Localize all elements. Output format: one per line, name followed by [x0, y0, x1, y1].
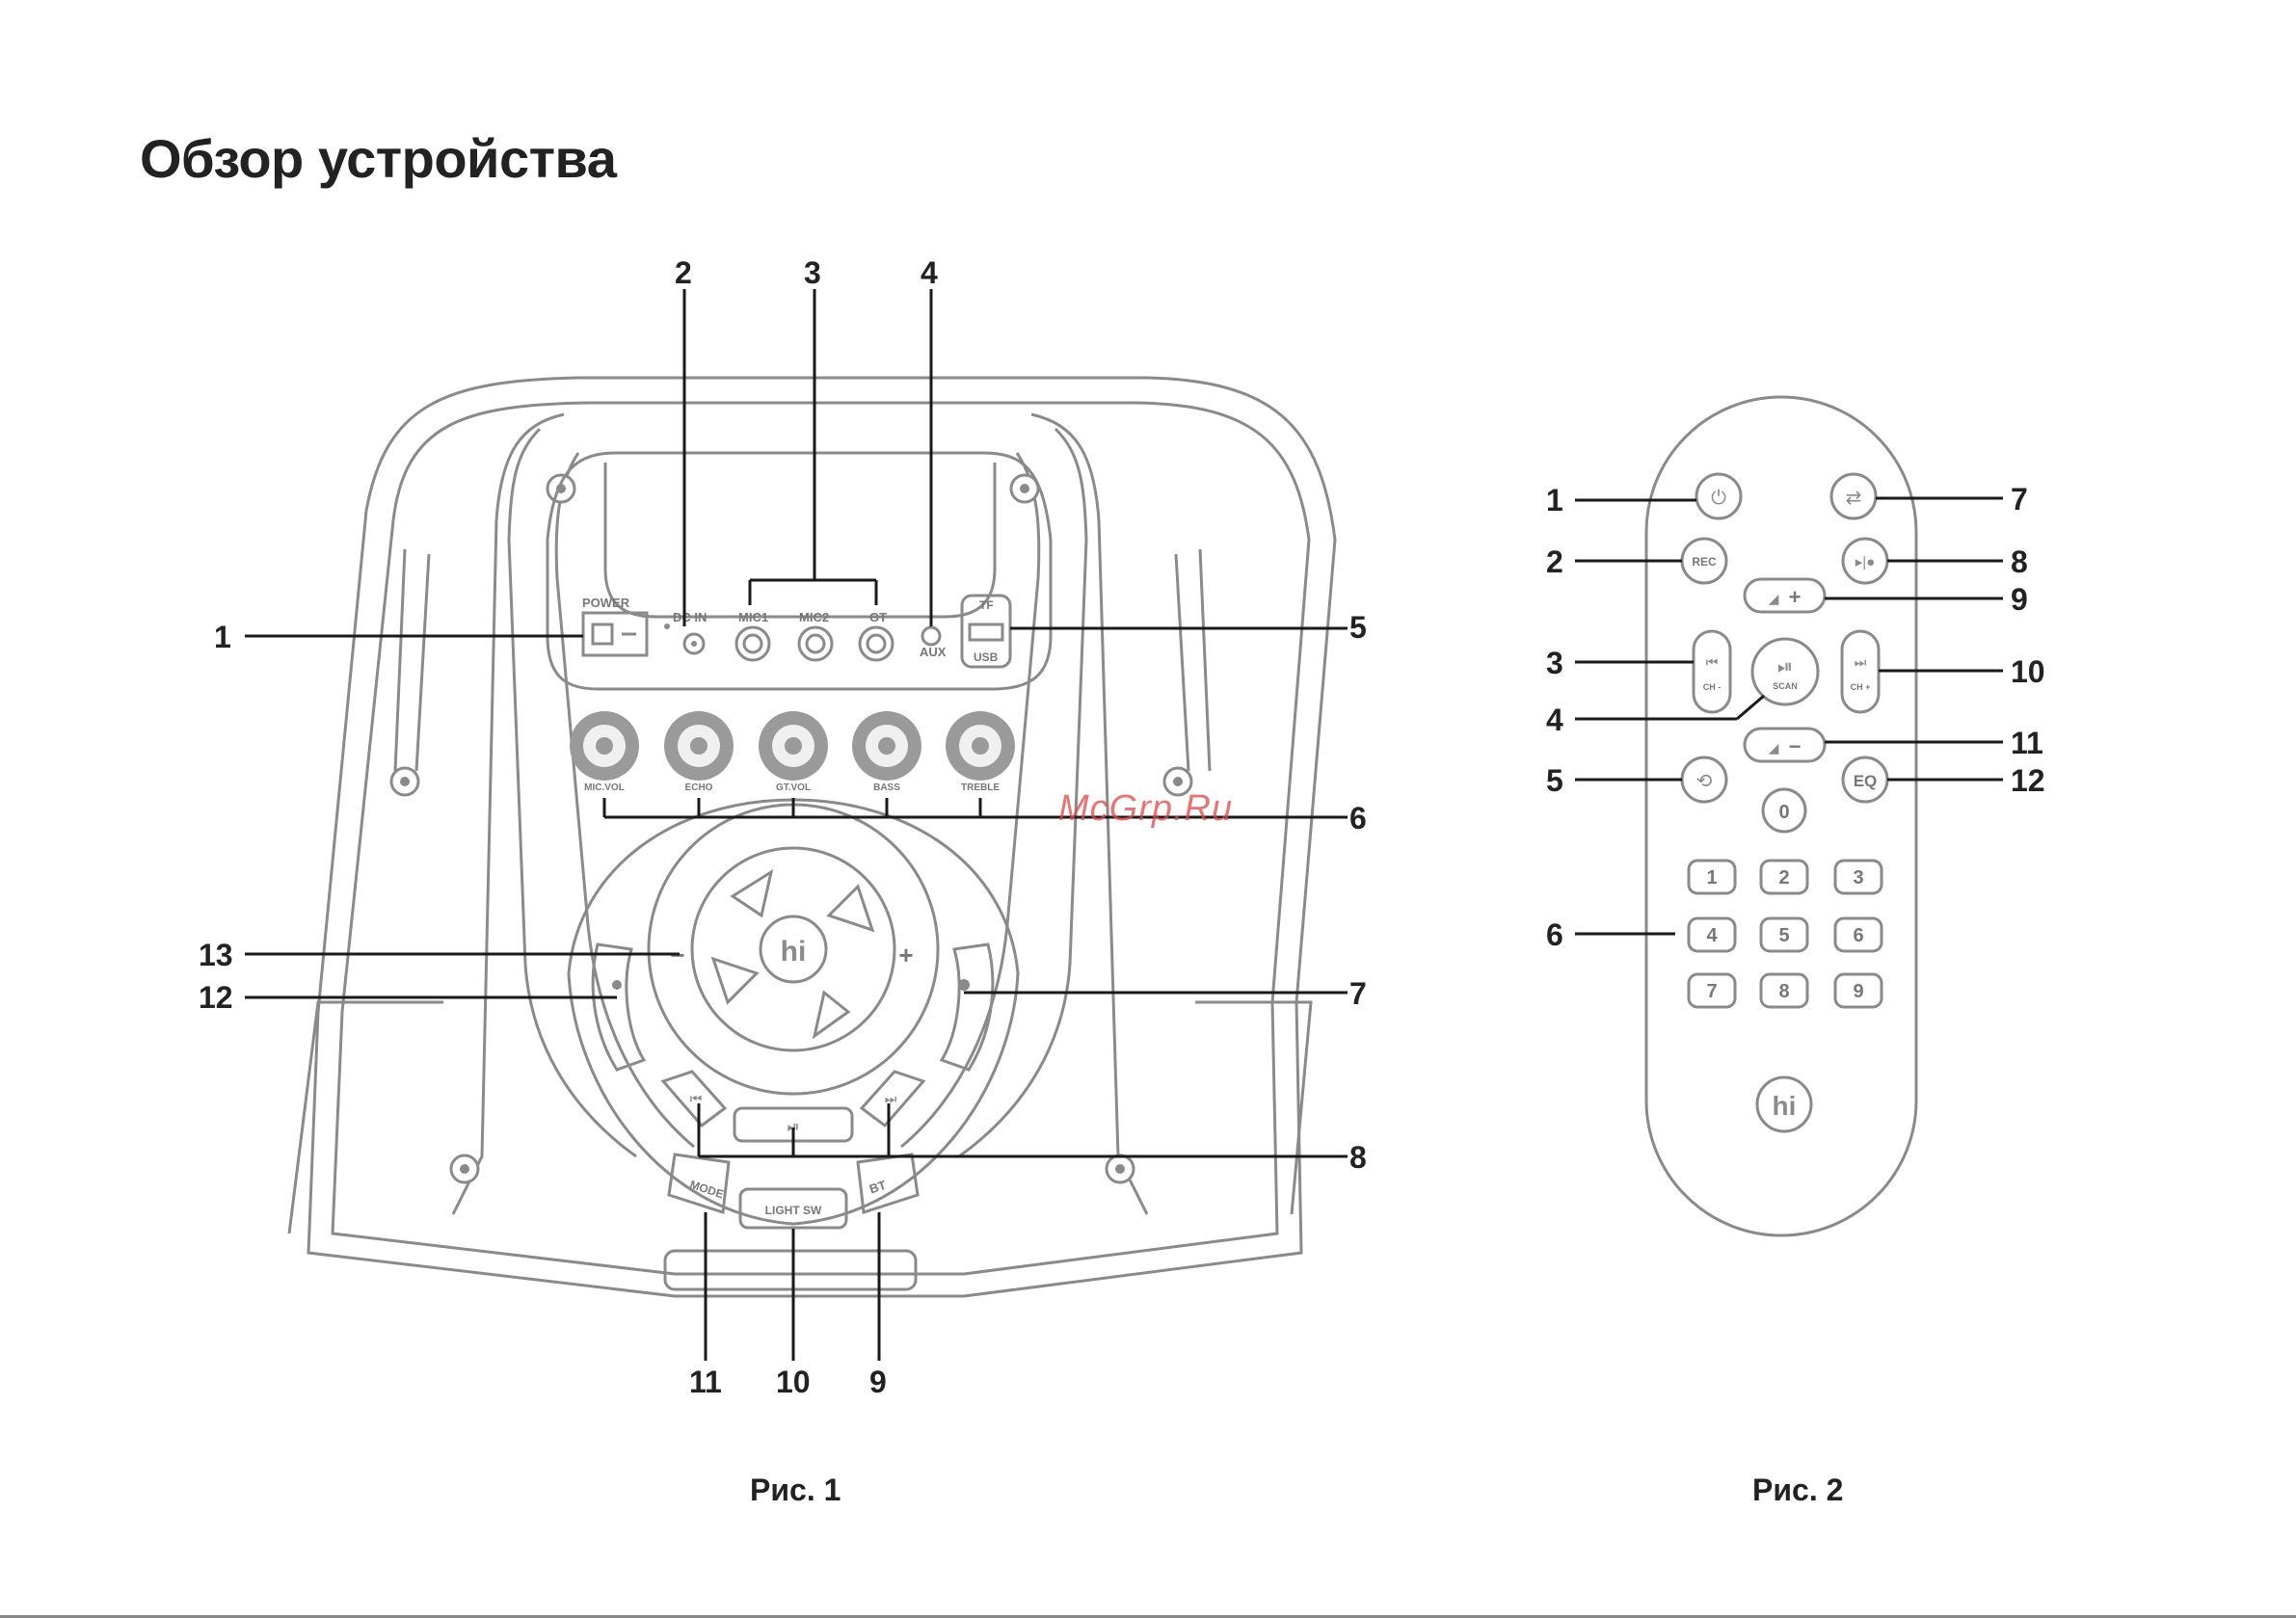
figure-2-caption: Рис. 2 — [1752, 1472, 1843, 1508]
remote-callout-5: 5 — [1546, 763, 1563, 798]
next-icon: ⏭ — [1855, 654, 1867, 670]
remote-digit-2[interactable]: 2 — [1761, 861, 1807, 893]
remote-callout-1: 1 — [1546, 483, 1563, 517]
remote-callout-12: 12 — [2011, 763, 2045, 798]
remote-callout-3: 3 — [1546, 646, 1563, 680]
remote-callout-10: 10 — [2011, 654, 2045, 689]
remote-play-pause-button[interactable]: ⏯ SCAN — [1752, 639, 1818, 704]
svg-text:7: 7 — [1706, 981, 1717, 1002]
remote-callout-6: 6 — [1546, 917, 1563, 952]
volume-ramp-icon: ◢ — [1769, 740, 1779, 756]
remote-digit-5[interactable]: 5 — [1761, 918, 1807, 951]
remote-digit-9[interactable]: 9 — [1835, 974, 1882, 1007]
prev-icon: ⏮ — [1706, 654, 1719, 670]
remote-digit-7[interactable]: 7 — [1689, 974, 1735, 1007]
figure-1-caption: Рис. 1 — [750, 1472, 841, 1508]
remote-digit-4[interactable]: 4 — [1689, 918, 1735, 951]
svg-text:6: 6 — [1853, 925, 1863, 946]
play-record-icon: ▸|● — [1855, 554, 1876, 570]
ch-minus-label: CH - — [1703, 682, 1722, 692]
remote-mode-button[interactable]: ⇄ — [1831, 474, 1876, 518]
remote-digit-0[interactable]: 0 — [1763, 789, 1805, 832]
repeat-icon: ⟲ — [1696, 771, 1713, 792]
remote-callout-11: 11 — [2011, 726, 2043, 760]
svg-text:4: 4 — [1706, 925, 1718, 946]
remote-digit-1[interactable]: 1 — [1689, 861, 1735, 893]
ch-plus-label: CH + — [1851, 682, 1871, 692]
remote-callout-7: 7 — [2011, 482, 2028, 517]
remote-callout-8: 8 — [2011, 544, 2028, 579]
remote-callout-2: 2 — [1546, 544, 1563, 579]
swap-arrows-icon: ⇄ — [1846, 488, 1862, 509]
remote-callout-4: 4 — [1546, 703, 1563, 737]
remote-next-button[interactable]: ⏭ CH + — [1842, 631, 1879, 712]
svg-text:0: 0 — [1778, 802, 1789, 823]
remote-vol-up-button[interactable]: ◢ + — [1745, 579, 1825, 612]
remote-callout-9: 9 — [2011, 582, 2028, 617]
vol-minus-label: − — [1789, 734, 1802, 758]
remote-prev-button[interactable]: ⏮ CH - — [1694, 631, 1730, 712]
svg-text:5: 5 — [1778, 925, 1789, 946]
remote-rec-button[interactable]: REC — [1682, 539, 1726, 583]
remote-digit-6[interactable]: 6 — [1835, 918, 1882, 951]
rec-label: REC — [1692, 555, 1717, 569]
remote-eq-button[interactable]: EQ — [1843, 757, 1887, 802]
watermark: McGrp.Ru — [1058, 788, 1233, 830]
power-icon: ⏻ — [1711, 488, 1726, 509]
scan-label: SCAN — [1773, 681, 1798, 691]
svg-text:9: 9 — [1853, 981, 1863, 1002]
eq-label: EQ — [1854, 772, 1878, 790]
volume-ramp-icon: ◢ — [1769, 591, 1779, 606]
remote-brand-logo-icon: hi — [1757, 1077, 1811, 1131]
remote-digit-8[interactable]: 8 — [1761, 974, 1807, 1007]
svg-text:hi: hi — [1773, 1091, 1797, 1121]
svg-text:1: 1 — [1706, 867, 1717, 889]
svg-text:8: 8 — [1778, 981, 1789, 1002]
svg-text:2: 2 — [1778, 867, 1789, 889]
remote-power-button[interactable]: ⏻ — [1696, 474, 1741, 518]
remote-vol-down-button[interactable]: ◢ − — [1745, 729, 1825, 761]
remote-repeat-button[interactable]: ⟲ — [1682, 757, 1726, 802]
play-pause-icon: ⏯ — [1777, 656, 1793, 677]
remote-digit-3[interactable]: 3 — [1835, 861, 1882, 893]
remote-play-record-button[interactable]: ▸|● — [1843, 539, 1887, 583]
vol-plus-label: + — [1789, 585, 1802, 609]
svg-text:3: 3 — [1853, 867, 1863, 889]
